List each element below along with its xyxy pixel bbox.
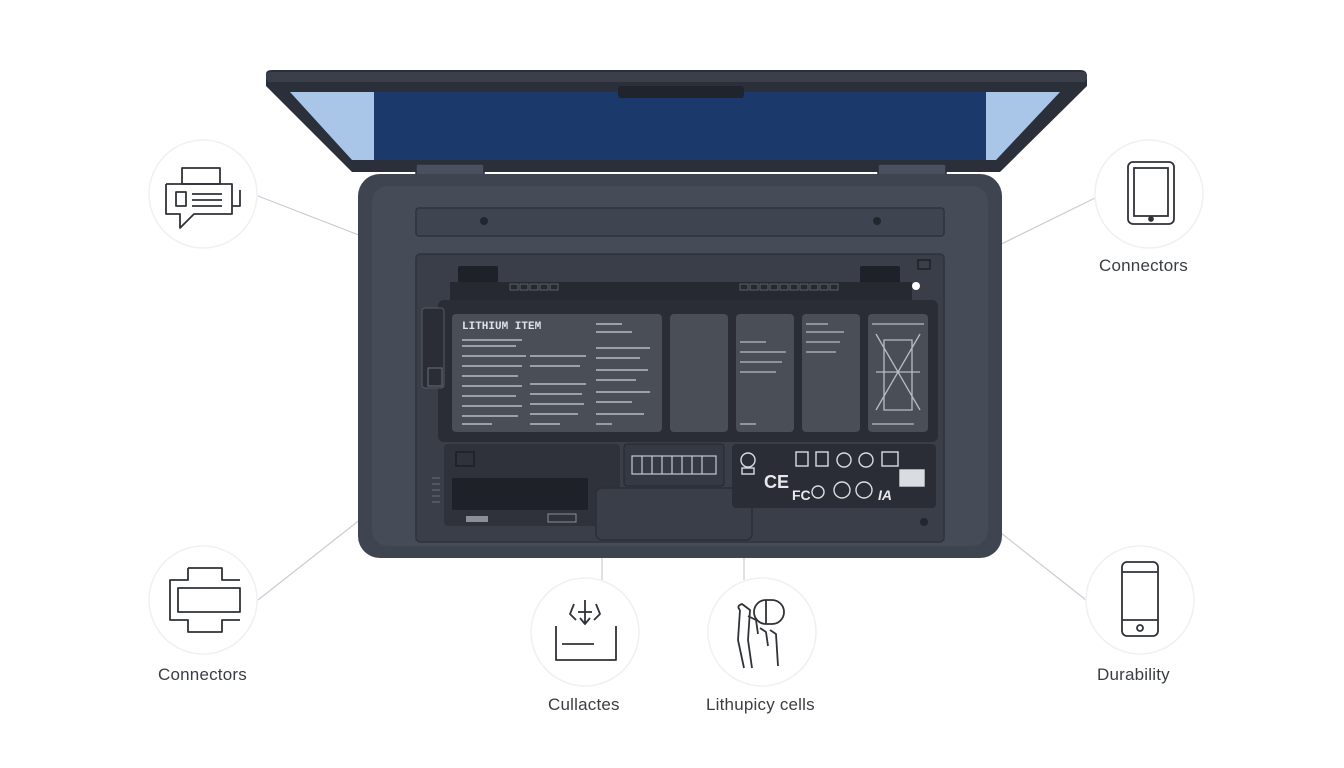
phone-icon bbox=[1121, 561, 1159, 637]
laptop-lid bbox=[266, 70, 1087, 172]
battery-cell-1 bbox=[670, 314, 728, 432]
battery-connector-port bbox=[631, 455, 717, 475]
connector-icon bbox=[169, 567, 241, 633]
callout-circle-bottom-center-left bbox=[530, 577, 640, 687]
tablet-icon bbox=[1127, 161, 1175, 225]
printer-chat-icon bbox=[165, 167, 241, 229]
hand-cell-icon bbox=[737, 599, 785, 669]
callout-circle-bottom-left bbox=[148, 545, 258, 655]
ce-mark: CE bbox=[764, 472, 789, 492]
lower-compartments: CE FC IA bbox=[432, 443, 936, 541]
screen bbox=[290, 92, 1060, 160]
certification-panel bbox=[732, 444, 936, 508]
battery-pack: LITHIUM ITEM bbox=[421, 300, 938, 442]
callout-circles bbox=[148, 139, 1204, 687]
battery-cell-3 bbox=[802, 314, 860, 432]
callout-label-bottom-left: Connectors bbox=[158, 665, 247, 684]
callout-label-top-right: Connectors bbox=[1099, 256, 1188, 275]
callout-circle-bottom-center-right bbox=[707, 577, 817, 687]
callout-circle-top-right bbox=[1094, 139, 1204, 249]
logo-mark: IA bbox=[878, 487, 892, 503]
battery-top-connectors bbox=[450, 266, 920, 300]
webcam-notch bbox=[618, 86, 744, 98]
tray-arrows-icon bbox=[555, 600, 617, 661]
battery-cell-2 bbox=[736, 314, 794, 432]
callout-circle-bottom-right bbox=[1085, 545, 1195, 655]
callout-label-bottom-center-right: Lithupicy cells bbox=[706, 695, 815, 714]
fcc-mark: FC bbox=[792, 487, 811, 503]
callout-label-bottom-center-left: Cullactes bbox=[548, 695, 620, 714]
callout-label-bottom-right: Durability bbox=[1097, 665, 1170, 684]
battery-title: LITHIUM ITEM bbox=[462, 321, 542, 333]
